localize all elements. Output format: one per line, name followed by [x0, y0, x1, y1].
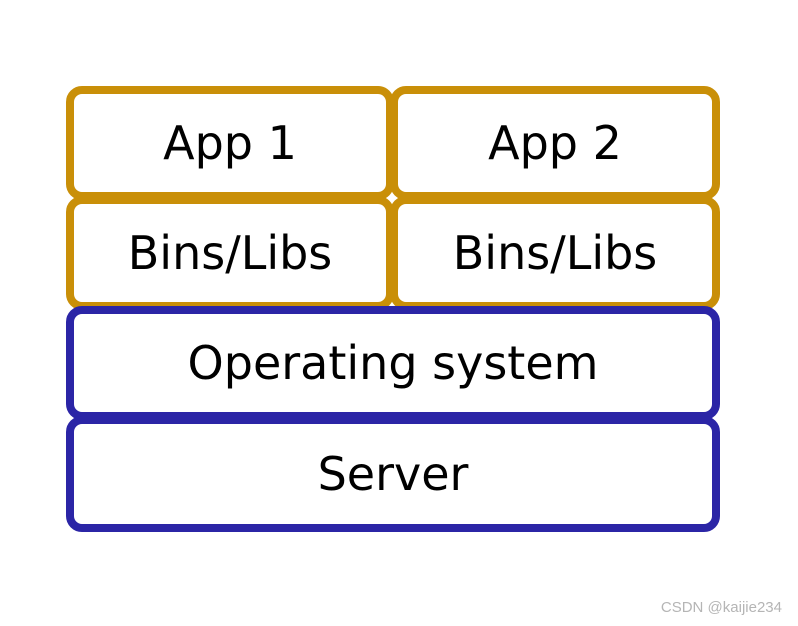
app-2-box: App 2	[390, 86, 720, 200]
bins-libs-2-label: Bins/Libs	[452, 226, 658, 280]
operating-system-label: Operating system	[187, 336, 599, 390]
operating-system-box: Operating system	[66, 306, 720, 420]
app-1-label: App 1	[163, 116, 297, 170]
bins-libs-1-box: Bins/Libs	[66, 196, 394, 310]
bins-libs-1-label: Bins/Libs	[127, 226, 333, 280]
bins-libs-2-box: Bins/Libs	[390, 196, 720, 310]
watermark: CSDN @kaijie234	[660, 599, 782, 616]
app-1-box: App 1	[66, 86, 394, 200]
app-2-label: App 2	[488, 116, 622, 170]
server-label: Server	[317, 447, 469, 501]
server-box: Server	[66, 416, 720, 532]
